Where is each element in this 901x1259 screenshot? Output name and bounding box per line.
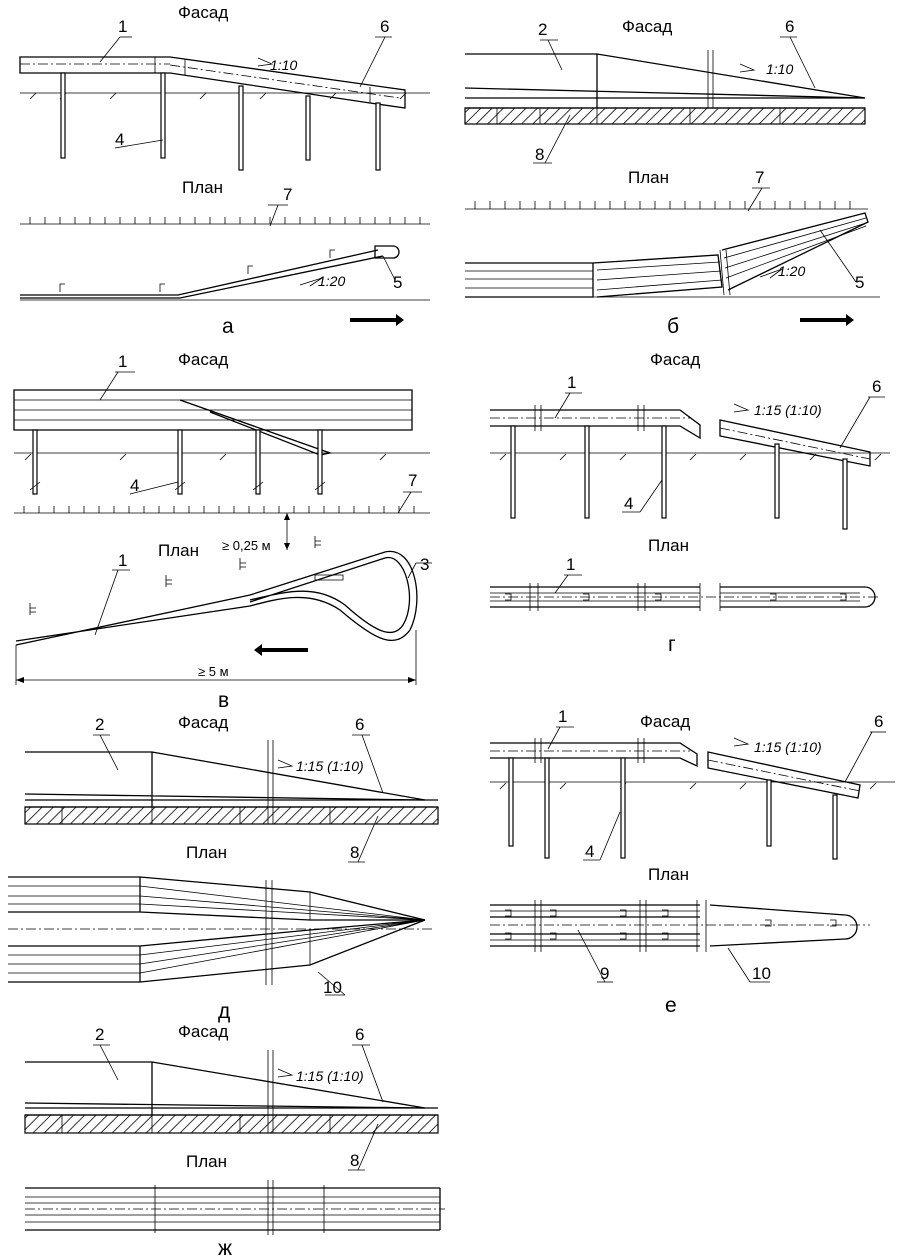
posts: [510, 425, 848, 530]
concrete-barrier: [464, 53, 866, 108]
callout-1: 1: [567, 373, 576, 392]
slope-label: 1:15 (1:10): [296, 758, 364, 774]
caption-b: б: [667, 315, 679, 338]
plan-label: План: [628, 168, 669, 187]
callout-5: 5: [855, 273, 864, 292]
facade-label: Фасад: [178, 1022, 228, 1041]
guardrail-sloped-end: [707, 751, 861, 799]
callout-7: 7: [408, 471, 417, 490]
panel-g: Фасад 1:15 (1:10) 1 6 4 План 1 г: [490, 350, 890, 656]
callout-4: 4: [585, 842, 594, 861]
callout-2: 2: [538, 20, 547, 39]
callout-4: 4: [130, 476, 139, 495]
caption-a: а: [222, 315, 234, 338]
callout-1: 1: [118, 551, 127, 570]
callout-10: 10: [752, 964, 771, 983]
caption-v: в: [218, 689, 229, 712]
slope-label: 1:15 (1:10): [296, 1068, 364, 1084]
caption-e: е: [665, 994, 677, 1017]
callout-2: 2: [95, 1025, 104, 1044]
facade-label: Фасад: [640, 712, 690, 731]
callout-2: 2: [95, 715, 104, 734]
callout-8: 8: [535, 145, 544, 164]
traffic-direction-arrow: [350, 314, 404, 326]
posts: [508, 757, 838, 860]
guardrail-beam: [490, 742, 698, 768]
callout-6: 6: [380, 17, 389, 36]
plan-label: План: [648, 536, 689, 555]
callout-3: 3: [420, 555, 429, 574]
concrete-barrier: [24, 751, 426, 807]
barrier-plan-upper: [8, 876, 426, 921]
callout-8: 8: [350, 1151, 359, 1170]
guardrail-beam: [490, 409, 701, 440]
callout-9: 9: [600, 964, 609, 983]
panel-zh: Фасад 1:15 (1:10) 2 6 8 План ж: [24, 1022, 445, 1259]
foundation-hatch: [24, 1114, 439, 1134]
callout-4: 4: [624, 494, 633, 513]
road-edge-ticks: [23, 506, 415, 513]
plan-label: План: [158, 541, 199, 560]
plan-label: План: [648, 865, 689, 884]
callout-1: 1: [566, 555, 575, 574]
concrete-barrier: [24, 1061, 426, 1115]
road-edge-ticks: [474, 201, 851, 209]
panel-a: Фасад 1:10 1 6 4 План: [19, 3, 430, 338]
caption-d: д: [218, 1000, 230, 1023]
callout-4: 4: [115, 130, 124, 149]
plan-label: План: [186, 843, 227, 862]
traffic-direction-arrow: [800, 314, 854, 326]
slope-label: 1:10: [766, 61, 793, 77]
guardrail-beam: [13, 389, 413, 431]
rail-terminal-plan: [374, 245, 400, 259]
callout-1: 1: [118, 352, 127, 371]
panel-d: Фасад 1:15 (1:10) 2 6 8 План 10 д: [8, 713, 439, 1023]
facade-label: Фасад: [178, 3, 228, 22]
ground-hatch: [29, 92, 407, 100]
callout-7: 7: [283, 185, 292, 204]
callout-8: 8: [350, 843, 359, 862]
guardrail-beam: [19, 56, 406, 109]
slope-label: 1:20: [778, 263, 805, 279]
callout-10: 10: [323, 978, 342, 997]
callout-6: 6: [872, 377, 881, 396]
callout-7: 7: [755, 168, 764, 187]
panel-v: Фасад 1 4 7 План ≥ 0,25 м 1 3: [13, 350, 432, 712]
foundation-hatch: [464, 107, 866, 125]
facade-label: Фасад: [650, 350, 700, 369]
slope-label: 1:15 (1:10): [754, 402, 822, 418]
road-edge-ticks: [29, 217, 421, 224]
panel-b: Фасад 1:10 2 6 8 План 7 1:20 5 б: [464, 17, 880, 338]
slope-label: 1:20: [318, 273, 345, 289]
plan-label: План: [182, 178, 223, 197]
callout-6: 6: [874, 712, 883, 731]
rail-plan: [20, 249, 384, 299]
facade-label: Фасад: [178, 350, 228, 369]
facade-label: Фасад: [178, 713, 228, 732]
caption-zh: ж: [218, 1237, 232, 1259]
panel-e: Фасад 1:15 (1:10) 1 6 4 План 9 10 е: [490, 707, 895, 1017]
traffic-direction-arrow: [254, 644, 308, 656]
rail-plan-double: [490, 904, 858, 947]
callout-6: 6: [355, 1025, 364, 1044]
rail-plan-loop: [15, 550, 418, 646]
plan-label: План: [186, 1152, 227, 1171]
dimension-length: ≥ 5 м: [198, 664, 229, 679]
callout-1: 1: [558, 707, 567, 726]
facade-label: Фасад: [622, 17, 672, 36]
dimension-offset: ≥ 0,25 м: [222, 538, 271, 553]
caption-g: г: [668, 633, 676, 656]
slope-label: 1:10: [270, 57, 297, 73]
callout-5: 5: [393, 273, 402, 292]
posts: [32, 429, 323, 495]
slope-label: 1:15 (1:10): [754, 739, 822, 755]
callout-6: 6: [355, 715, 364, 734]
callout-6: 6: [785, 17, 794, 36]
posts: [60, 72, 381, 171]
callout-1: 1: [118, 17, 127, 36]
guardrail-sloped-end: [719, 419, 871, 467]
